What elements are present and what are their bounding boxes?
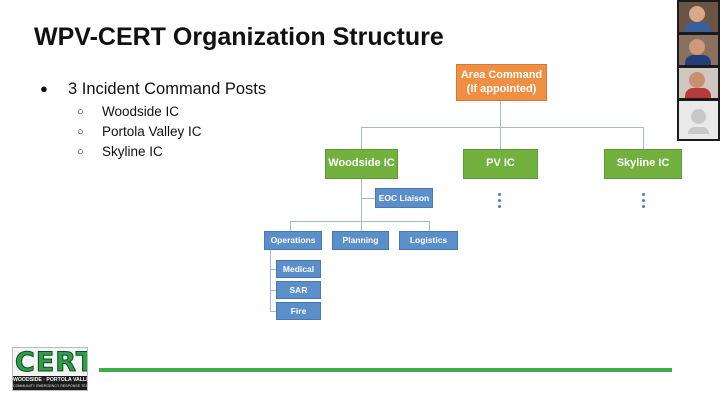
participant-avatar-tile[interactable]	[679, 101, 718, 139]
bullet-sub-portola-valley: Portola Valley IC	[40, 122, 266, 142]
planning-box: Planning	[332, 231, 389, 250]
area-command-label: Area Command	[460, 68, 543, 81]
logo-word: CERT	[15, 347, 88, 379]
cert-logo: CERT WOODSIDE · PORTOLA VALLEY COMMUNITY…	[12, 347, 88, 391]
logo-line1: WOODSIDE · PORTOLA VALLEY	[13, 377, 88, 383]
bullet-list: 3 Incident Command Posts Woodside IC Por…	[40, 78, 266, 162]
eoc-liaison-box: EOC Liaison	[375, 188, 433, 208]
sar-box: SAR	[276, 281, 321, 299]
woodside-ic-box: Woodside IC	[325, 149, 398, 179]
bullet-main: 3 Incident Command Posts	[40, 78, 266, 100]
participant-video-1[interactable]	[679, 2, 718, 32]
slide-title: WPV-CERT Organization Structure	[34, 23, 444, 51]
logo-line2: COMMUNITY EMERGENCY RESPONSE TEAM	[13, 384, 88, 388]
video-participant-strip[interactable]	[677, 0, 720, 141]
footer-accent-rule	[99, 368, 672, 372]
area-command-box: Area Command (If appointed)	[456, 64, 547, 101]
skyline-ic-box: Skyline IC	[604, 149, 682, 179]
participant-video-3[interactable]	[679, 68, 718, 98]
bullet-sub-woodside: Woodside IC	[40, 102, 266, 122]
logistics-box: Logistics	[399, 231, 458, 250]
operations-box: Operations	[264, 231, 322, 250]
medical-box: Medical	[276, 260, 321, 278]
pv-ic-box: PV IC	[463, 149, 538, 179]
bullet-sub-skyline: Skyline IC	[40, 142, 266, 162]
participant-video-2[interactable]	[679, 35, 718, 65]
area-command-note: (If appointed)	[466, 82, 537, 95]
user-avatar-icon	[691, 109, 706, 124]
fire-box: Fire	[276, 302, 321, 320]
